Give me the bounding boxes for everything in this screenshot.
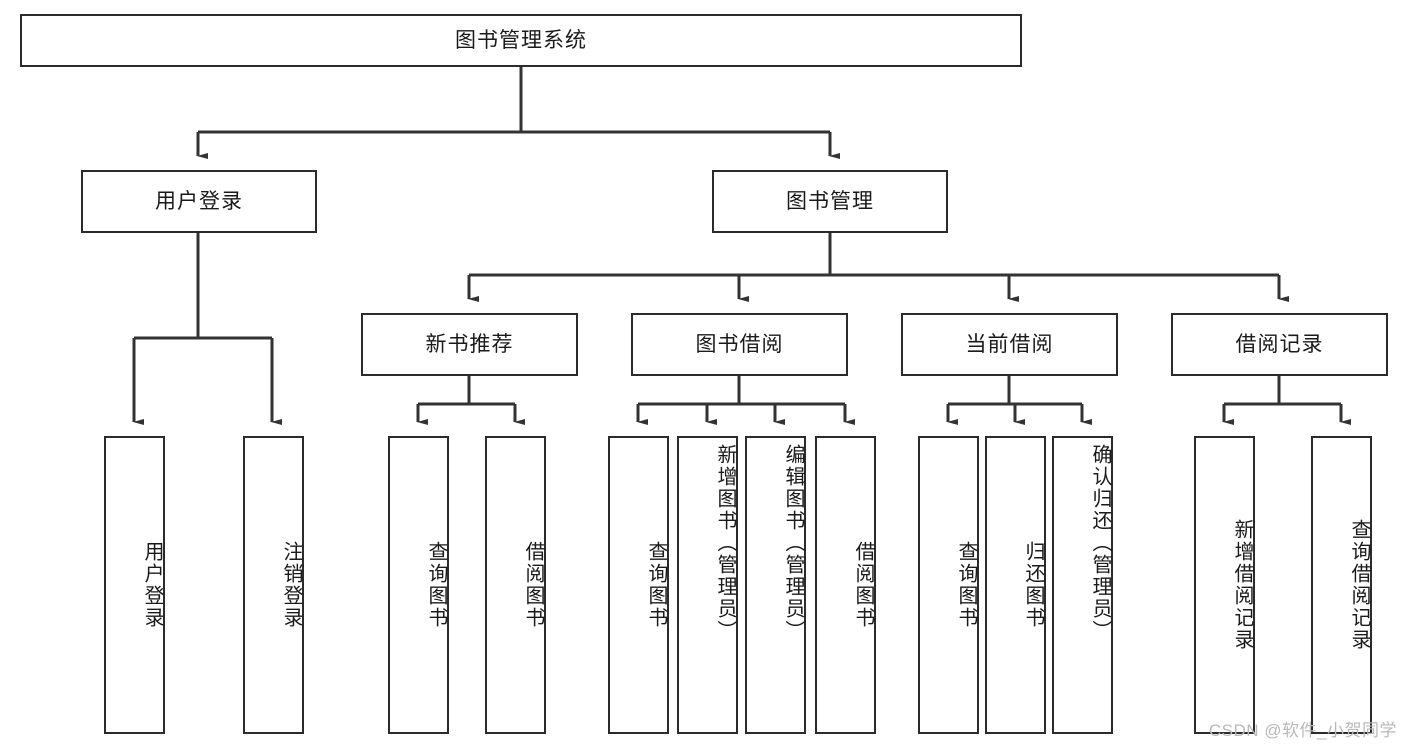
leaf-query-book-2[interactable]: 查询图书 bbox=[608, 436, 669, 734]
leaf-query-book-3[interactable]: 查询图书 bbox=[918, 436, 979, 734]
leaf-add-record[interactable]: 新增借阅记录 bbox=[1194, 436, 1255, 734]
leaf-logout[interactable]: 注销登录 bbox=[243, 436, 304, 734]
leaf-borrow-book-2[interactable]: 借阅图书 bbox=[815, 436, 876, 734]
node-new-book-recommendation[interactable]: 新书推荐 bbox=[361, 313, 578, 376]
leaf-query-record[interactable]: 查询借阅记录 bbox=[1311, 436, 1372, 734]
node-borrow-record[interactable]: 借阅记录 bbox=[1171, 313, 1388, 376]
leaf-query-book-2-label: 查询图书 bbox=[645, 541, 667, 629]
node-book-manage-label: 图书管理 bbox=[786, 189, 874, 213]
leaf-return-book-label: 归还图书 bbox=[1022, 541, 1044, 629]
leaf-confirm-return[interactable]: 确认归还（管理员） bbox=[1052, 436, 1113, 734]
leaf-borrow-book-2-label: 借阅图书 bbox=[852, 541, 874, 629]
leaf-edit-book[interactable]: 编辑图书（管理员） bbox=[745, 436, 806, 734]
leaf-query-book-1[interactable]: 查询图书 bbox=[388, 436, 449, 734]
node-current-borrow-label: 当前借阅 bbox=[965, 332, 1054, 356]
leaf-edit-book-label: 编辑图书（管理员） bbox=[782, 444, 804, 642]
leaf-query-book-3-label: 查询图书 bbox=[955, 541, 977, 629]
leaf-borrow-book-1-label: 借阅图书 bbox=[522, 541, 544, 629]
node-user-login-label: 用户登录 bbox=[155, 189, 243, 213]
leaf-borrow-book-1[interactable]: 借阅图书 bbox=[485, 436, 546, 734]
node-current-borrow[interactable]: 当前借阅 bbox=[901, 313, 1118, 376]
leaf-user-login-label: 用户登录 bbox=[141, 541, 163, 629]
leaf-add-book-label: 新增图书（管理员） bbox=[714, 444, 736, 642]
leaf-query-book-1-label: 查询图书 bbox=[425, 541, 447, 629]
node-root-label: 图书管理系统 bbox=[455, 28, 587, 52]
leaf-return-book[interactable]: 归还图书 bbox=[985, 436, 1046, 734]
node-borrow-record-label: 借阅记录 bbox=[1235, 332, 1324, 356]
node-book-borrow-label: 图书借阅 bbox=[695, 332, 784, 356]
leaf-add-record-label: 新增借阅记录 bbox=[1231, 519, 1253, 651]
watermark-text: CSDN @软件_小贺同学 bbox=[1208, 721, 1397, 740]
leaf-confirm-return-label: 确认归还（管理员） bbox=[1089, 444, 1111, 642]
leaf-add-book[interactable]: 新增图书（管理员） bbox=[677, 436, 738, 734]
node-new-book-recommendation-label: 新书推荐 bbox=[425, 332, 514, 356]
node-book-borrow[interactable]: 图书借阅 bbox=[631, 313, 848, 376]
node-user-login[interactable]: 用户登录 bbox=[81, 170, 317, 233]
leaf-user-login[interactable]: 用户登录 bbox=[104, 436, 165, 734]
node-book-manage[interactable]: 图书管理 bbox=[712, 170, 948, 233]
node-root[interactable]: 图书管理系统 bbox=[20, 14, 1022, 67]
leaf-logout-label: 注销登录 bbox=[280, 541, 302, 629]
leaf-query-record-label: 查询借阅记录 bbox=[1348, 519, 1370, 651]
